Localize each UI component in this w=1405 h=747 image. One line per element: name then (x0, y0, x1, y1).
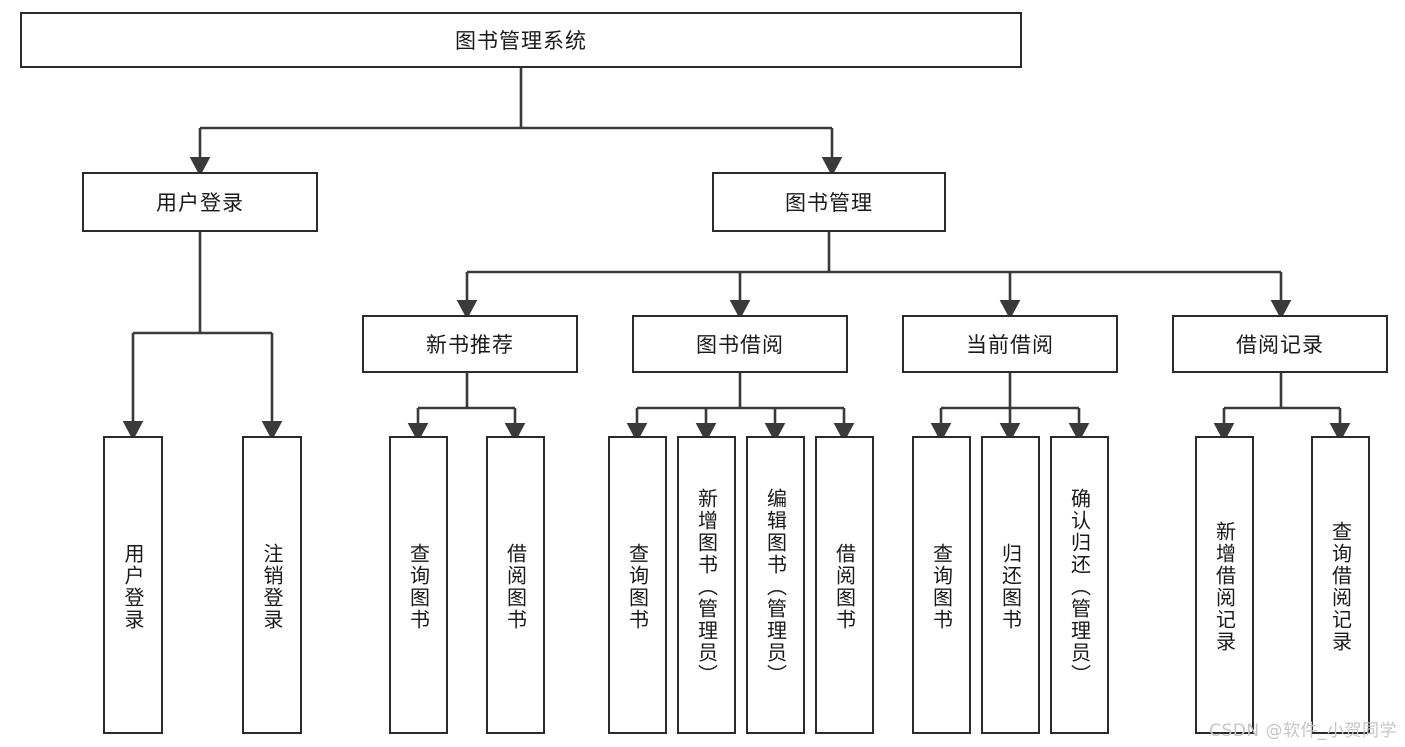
node-leaf-query-book-3-label: 查询图书 (929, 543, 954, 631)
node-leaf-return-book[interactable]: 归还图书 (981, 436, 1040, 734)
node-leaf-query-book-2-label: 查询图书 (625, 543, 650, 631)
node-leaf-borrow-book-1-label: 借阅图书 (503, 543, 528, 631)
node-leaf-borrow-book-2[interactable]: 借阅图书 (815, 436, 874, 734)
node-leaf-add-book-label: 新增图书（管理员） (694, 488, 719, 686)
node-root-label: 图书管理系统 (455, 29, 587, 53)
node-leaf-query-record[interactable]: 查询借阅记录 (1311, 436, 1370, 734)
node-leaf-query-record-label: 查询借阅记录 (1328, 521, 1353, 653)
node-leaf-user-login[interactable]: 用户登录 (103, 436, 163, 734)
node-leaf-confirm-return-label: 确认归还（管理员） (1067, 488, 1092, 686)
node-user-login[interactable]: 用户登录 (82, 172, 318, 232)
node-leaf-add-book[interactable]: 新增图书（管理员） (677, 436, 736, 734)
node-book-borrow-label: 图书借阅 (696, 333, 784, 357)
node-leaf-borrow-book-1[interactable]: 借阅图书 (486, 436, 545, 734)
node-leaf-user-login-label: 用户登录 (121, 543, 145, 631)
node-current-borrow-label: 当前借阅 (966, 333, 1054, 357)
node-current-borrow[interactable]: 当前借阅 (902, 315, 1118, 373)
node-leaf-query-book-3[interactable]: 查询图书 (912, 436, 971, 734)
node-borrow-record-label: 借阅记录 (1236, 333, 1324, 357)
node-book-manage[interactable]: 图书管理 (712, 172, 946, 232)
node-book-borrow[interactable]: 图书借阅 (632, 315, 848, 373)
node-leaf-query-book-1-label: 查询图书 (406, 543, 431, 631)
node-leaf-borrow-book-2-label: 借阅图书 (832, 543, 857, 631)
node-new-book-recommend[interactable]: 新书推荐 (362, 315, 578, 373)
watermark-text: CSDN @软件_小贺同学 (1209, 721, 1397, 741)
node-book-manage-label: 图书管理 (785, 191, 873, 215)
node-user-login-label: 用户登录 (156, 191, 244, 215)
node-leaf-add-record-label: 新增借阅记录 (1212, 521, 1237, 653)
node-leaf-query-book-2[interactable]: 查询图书 (608, 436, 667, 734)
node-borrow-record[interactable]: 借阅记录 (1172, 315, 1388, 373)
node-new-book-recommend-label: 新书推荐 (426, 333, 514, 357)
node-leaf-query-book-1[interactable]: 查询图书 (389, 436, 448, 734)
node-root[interactable]: 图书管理系统 (20, 12, 1022, 68)
node-leaf-edit-book[interactable]: 编辑图书（管理员） (746, 436, 805, 734)
node-leaf-edit-book-label: 编辑图书（管理员） (763, 488, 788, 686)
node-leaf-logout-login[interactable]: 注销登录 (242, 436, 302, 734)
node-leaf-return-book-label: 归还图书 (998, 543, 1023, 631)
node-leaf-logout-login-label: 注销登录 (260, 543, 284, 631)
node-leaf-add-record[interactable]: 新增借阅记录 (1195, 436, 1254, 734)
node-leaf-confirm-return[interactable]: 确认归还（管理员） (1050, 436, 1109, 734)
